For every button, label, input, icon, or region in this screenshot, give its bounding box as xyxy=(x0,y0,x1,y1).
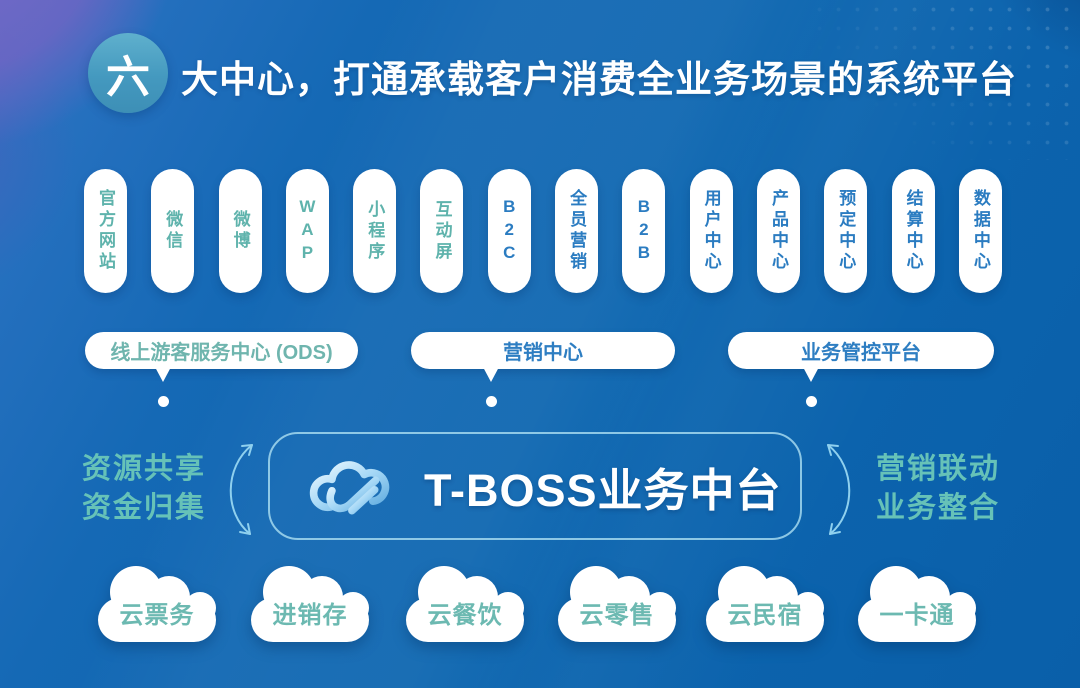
bubble-tail xyxy=(483,367,499,382)
channel-pill: 互动屏 xyxy=(420,169,464,293)
channel-pill: 官方网站 xyxy=(84,169,127,293)
bubble: 线上游客服务中心 (ODS) xyxy=(85,332,358,369)
connector-dot xyxy=(486,396,497,407)
channel-label: B2C xyxy=(499,196,519,266)
cloud-shape xyxy=(406,598,524,642)
channel-pill: 小程序 xyxy=(353,169,397,293)
bubble-label: 营销中心 xyxy=(503,342,583,364)
curved-arrow-left-icon xyxy=(229,444,253,535)
center-bubble-ods: 线上游客服务中心 (ODS) xyxy=(85,332,358,412)
left-note: 资源共享 资金归集 xyxy=(82,450,206,528)
six-badge: 六 xyxy=(88,33,168,113)
bubble-tail xyxy=(155,367,171,382)
right-note: 营销联动 业务整合 xyxy=(876,450,1000,528)
channel-label: 数据中心 xyxy=(970,189,990,273)
cloud-shape xyxy=(251,598,369,642)
left-note-line2: 资金归集 xyxy=(82,492,207,524)
channel-pill: 全员营销 xyxy=(555,169,599,293)
channel-pill: B2B xyxy=(622,169,666,293)
channel-label: 产品中心 xyxy=(768,189,788,273)
cloud-shape xyxy=(706,598,824,642)
channel-pill: 结算中心 xyxy=(891,169,935,293)
channel-pill: 预定中心 xyxy=(824,169,868,293)
bubble: 业务管控平台 xyxy=(728,332,994,369)
product-label: 一卡通 xyxy=(879,602,955,629)
center-bubble-control: 业务管控平台 xyxy=(728,332,994,412)
page-title: 大中心，打通承载客户消费全业务场景的系统平台 xyxy=(181,59,1017,100)
channel-pill: 微信 xyxy=(151,169,195,293)
badge-number: 六 xyxy=(106,53,150,102)
product-cloud: 云民宿 xyxy=(706,566,824,646)
curved-arrow-right-icon xyxy=(827,444,851,535)
channel-label: 微博 xyxy=(230,210,250,252)
channel-label: B2B xyxy=(634,196,654,266)
channel-label: 官方网站 xyxy=(96,189,115,273)
bubble: 营销中心 xyxy=(411,332,675,369)
channel-pill: 产品中心 xyxy=(756,169,800,293)
product-cloud: 云票务 xyxy=(98,566,216,646)
channel-label: 互动屏 xyxy=(432,199,452,263)
channel-pill: 用户中心 xyxy=(689,169,733,293)
channel-label: 预定中心 xyxy=(836,189,856,273)
right-note-line1: 营销联动 xyxy=(876,453,1001,485)
channel-pill: 微博 xyxy=(218,169,262,293)
channel-label: WAP xyxy=(297,196,317,266)
product-cloud: 一卡通 xyxy=(858,566,976,646)
product-label: 云餐饮 xyxy=(427,602,503,629)
left-note-line1: 资源共享 xyxy=(82,453,207,485)
product-cloud: 进销存 xyxy=(251,566,369,646)
right-note-line2: 业务整合 xyxy=(876,492,1001,524)
channel-pill: WAP xyxy=(285,169,329,293)
tboss-platform-box: T-BOSS业务中台 xyxy=(268,432,802,540)
channel-label: 全员营销 xyxy=(567,189,587,273)
product-cloud: 云餐饮 xyxy=(406,566,524,646)
cloud-shape xyxy=(858,598,976,642)
channel-label: 用户中心 xyxy=(701,189,721,273)
product-label: 云民宿 xyxy=(727,602,803,629)
bubble-label: 业务管控平台 xyxy=(801,342,921,364)
connector-dot xyxy=(806,396,817,407)
cloud-shape xyxy=(558,598,676,642)
bubble-label: 线上游客服务中心 (ODS) xyxy=(110,342,333,364)
channel-label: 微信 xyxy=(163,210,183,252)
tboss-platform-label: T-BOSS业务中台 xyxy=(424,464,782,516)
product-label: 进销存 xyxy=(272,602,348,629)
channel-label: 结算中心 xyxy=(903,189,923,273)
channel-pill: 数据中心 xyxy=(958,169,1002,293)
cloud-shape xyxy=(98,598,216,642)
product-label: 云票务 xyxy=(119,602,195,629)
channel-label: 小程序 xyxy=(365,199,385,263)
center-bubble-marketing: 营销中心 xyxy=(411,332,675,412)
bubble-tail xyxy=(803,367,819,382)
product-cloud: 云零售 xyxy=(558,566,676,646)
channel-pill: B2C xyxy=(487,169,531,293)
cloud-logo-icon xyxy=(309,461,390,515)
connector-dot xyxy=(158,396,169,407)
product-label: 云零售 xyxy=(579,602,655,629)
channel-pill-row: 官方网站 微信 微博 WAP 小程序 互动屏 B2C 全员营销 B2B 用户中心… xyxy=(84,169,1002,293)
